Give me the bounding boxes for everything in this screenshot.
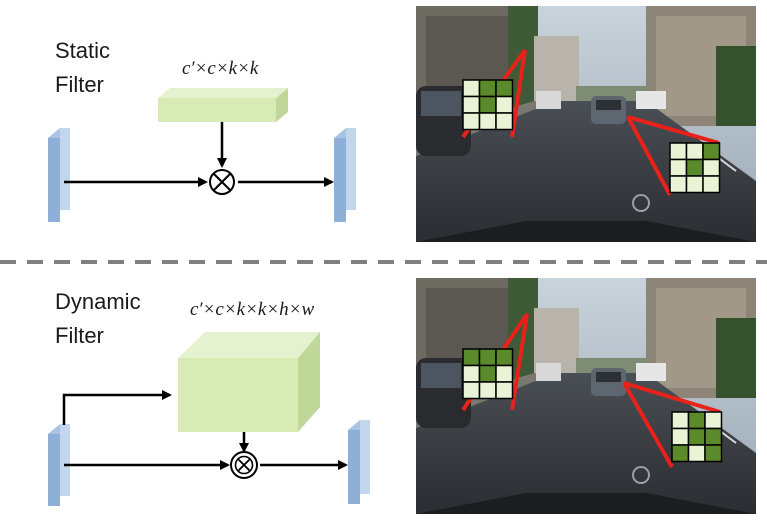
dynamic-pointer-line-right-a (622, 382, 674, 468)
static-convolution-operator-icon (209, 169, 235, 195)
filter-grid-cell (702, 158, 721, 177)
dynamic-title-line2: Filter (55, 323, 104, 348)
dynamic-filter-panel: Dynamic Filter c′×c×k×k×h×w (48, 277, 757, 515)
filter-grid-cell (495, 348, 514, 367)
static-pointer-line-right-a (626, 116, 672, 196)
dynamic-filter-grid-left (462, 348, 514, 400)
static-filter-grid-left (462, 79, 514, 131)
filter-grid-cell (495, 112, 514, 131)
static-output-feature-map (334, 128, 356, 222)
dynamic-convolution-operator-icon (230, 451, 258, 479)
filter-grid-cell (669, 158, 688, 177)
dynamic-filter-box-face (178, 358, 298, 432)
filter-grid-cell (478, 79, 497, 98)
filter-grid-cell (702, 142, 721, 161)
filter-grid-cell (704, 444, 723, 463)
filter-grid-cell (462, 364, 481, 383)
dynamic-pointer-line-left-b (510, 313, 529, 411)
static-pointer-line-right-b (627, 115, 720, 145)
filter-grid-cell (685, 142, 704, 161)
filter-grid-cell (687, 444, 706, 463)
filter-grid-cell (685, 175, 704, 194)
filter-grid-cell (462, 348, 481, 367)
dynamic-generator-arrow (62, 390, 172, 425)
filter-grid-cell (462, 79, 481, 98)
static-title-line2: Filter (55, 72, 104, 97)
filter-grid-cell (478, 364, 497, 383)
filter-grid-cell (478, 348, 497, 367)
dynamic-input-feature-map (48, 424, 70, 506)
filter-grid-cell (687, 411, 706, 430)
filter-grid-cell (478, 112, 497, 131)
filter-grid-cell (671, 427, 690, 446)
filter-grid-cell (671, 411, 690, 430)
dynamic-pointer-line-right-b (623, 381, 721, 414)
filter-grid-cell (478, 381, 497, 400)
static-filter-box-face (158, 98, 276, 122)
filter-grid-cell (462, 381, 481, 400)
filter-grid-cell (702, 175, 721, 194)
filter-grid-cell (495, 95, 514, 114)
dynamic-filter-grid-right (671, 411, 723, 463)
static-filter-box (158, 88, 288, 122)
static-filter-grid-right (669, 142, 721, 194)
filter-grid-cell (478, 95, 497, 114)
filter-grid-cell (669, 142, 688, 161)
filter-grid-cell (671, 444, 690, 463)
filter-grid-cell (704, 427, 723, 446)
filter-grid-cell (495, 381, 514, 400)
filter-grid-cell (495, 364, 514, 383)
static-filter-formula: c′×c×k×k (182, 58, 259, 79)
filter-grid-cell (462, 112, 481, 131)
filter-grid-cell (685, 158, 704, 177)
static-input-feature-map (48, 128, 70, 222)
filter-grid-cell (669, 175, 688, 194)
dynamic-title-line1: Dynamic (55, 289, 141, 314)
static-pointer-line-left-b (510, 49, 527, 138)
filter-grid-cell (704, 411, 723, 430)
dynamic-output-feature-map (348, 420, 370, 504)
static-title-line1: Static (55, 38, 110, 63)
filter-grid-cell (495, 79, 514, 98)
static-filter-panel: Static Filter c′×c×k×k (48, 5, 757, 243)
filter-grid-cell (687, 427, 706, 446)
filter-grid-cell (462, 95, 481, 114)
dynamic-filter-box (178, 332, 320, 432)
dynamic-filter-formula: c′×c×k×k×h×w (190, 299, 314, 320)
